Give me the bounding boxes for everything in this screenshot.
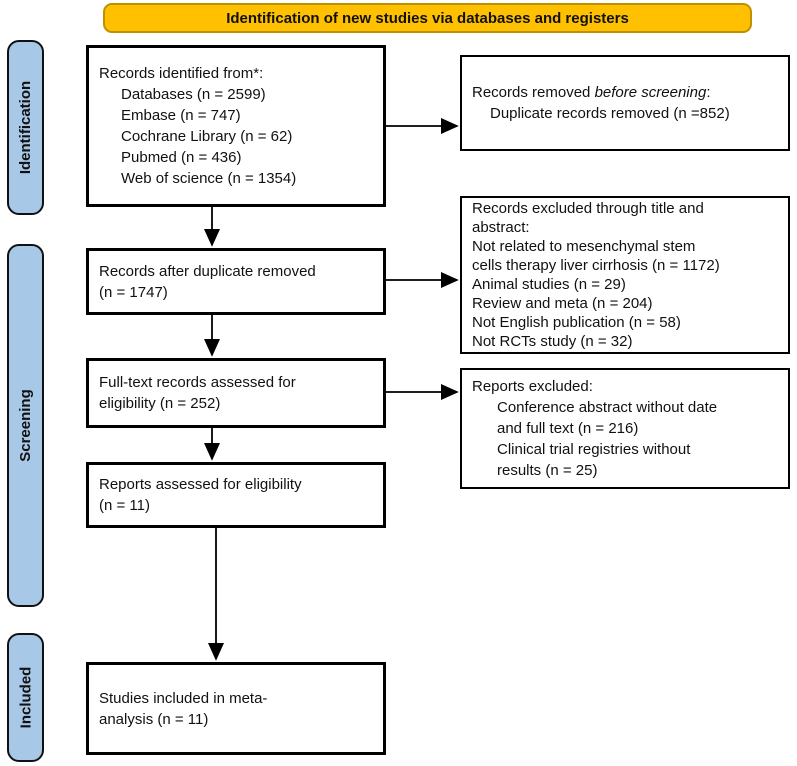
- box-records-excluded-line: Not English publication (n = 58): [472, 314, 681, 331]
- box-records-identified-line: Records identified from*:: [99, 65, 264, 82]
- box-records-after-duplicate-line: Records after duplicate removed: [99, 262, 316, 280]
- box-fulltext-assessed: Full-text records assessed for eligibili…: [86, 358, 386, 428]
- box-records-identified: Records identified from*: Databases (n =…: [86, 45, 386, 207]
- box-fulltext-assessed-line: eligibility (n = 252): [99, 395, 221, 412]
- box-reports-assessed-line: (n = 11): [99, 497, 150, 514]
- box-records-excluded-line: cells therapy liver cirrhosis (n = 1172): [472, 257, 720, 274]
- box-records-removed-title-suffix: :: [706, 84, 711, 101]
- box-records-excluded-line: abstract:: [472, 219, 530, 236]
- box-reports-excluded: Reports excluded: Conference abstract wi…: [460, 368, 790, 489]
- box-studies-included-line: analysis (n = 11): [99, 710, 209, 728]
- box-reports-excluded-line: Reports excluded:: [472, 378, 593, 395]
- box-reports-assessed: Reports assessed for eligibility (n = 11…: [86, 462, 386, 528]
- box-records-removed-title: Records removed before screening:: [472, 82, 780, 103]
- box-records-excluded-line: Not RCTs study (n = 32): [472, 333, 633, 350]
- box-records-after-duplicate: Records after duplicate removed (n = 174…: [86, 248, 386, 315]
- box-records-identified-line: Pubmed (n = 436): [121, 149, 242, 166]
- box-reports-excluded-line: and full text (n = 216): [497, 420, 639, 437]
- banner: Identification of new studies via databa…: [103, 3, 752, 33]
- box-records-identified-line: Databases (n = 2599): [121, 86, 266, 103]
- stage-included-label: Included: [17, 666, 35, 729]
- box-records-removed-title-prefix: Records removed: [472, 84, 595, 101]
- box-records-identified-line: Embase (n = 747): [121, 107, 241, 124]
- box-records-after-duplicate-line: (n = 1747): [99, 283, 168, 301]
- box-records-excluded-line: Records excluded through title and: [472, 200, 704, 217]
- box-reports-assessed-line: Reports assessed for eligibility: [99, 476, 302, 493]
- box-reports-excluded-line: Clinical trial registries without: [497, 441, 691, 458]
- box-records-removed-line: Duplicate records removed (n =852): [490, 105, 730, 122]
- box-records-excluded-line: Review and meta (n = 204): [472, 295, 653, 312]
- box-fulltext-assessed-line: Full-text records assessed for: [99, 374, 296, 391]
- box-studies-included-line: Studies included in meta-: [99, 689, 268, 707]
- box-reports-excluded-line: Conference abstract without date: [497, 399, 718, 416]
- box-studies-included: Studies included in meta- analysis (n = …: [86, 662, 386, 755]
- stage-screening-label: Screening: [17, 389, 34, 462]
- box-records-identified-line: Cochrane Library (n = 62): [121, 128, 293, 145]
- banner-label: Identification of new studies via databa…: [226, 9, 629, 27]
- stage-screening: Screening: [7, 244, 44, 607]
- stage-identification-label: Identification: [17, 80, 34, 175]
- stage-identification: Identification: [7, 40, 44, 215]
- box-records-excluded: Records excluded through title and abstr…: [460, 196, 790, 354]
- box-records-excluded-line: Not related to mesenchymal stem: [472, 238, 696, 255]
- box-reports-excluded-line: results (n = 25): [497, 462, 598, 479]
- box-records-removed-title-italic: before screening: [594, 84, 707, 101]
- box-records-removed: Records removed before screening: Duplic…: [460, 55, 790, 151]
- box-records-excluded-line: Animal studies (n = 29): [472, 276, 626, 293]
- stage-included: Included: [7, 633, 44, 762]
- box-records-identified-line: Web of science (n = 1354): [121, 170, 297, 187]
